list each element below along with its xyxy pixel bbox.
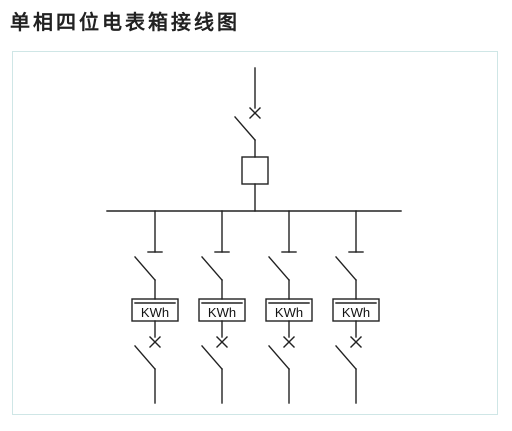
breaker-x-mark [350, 336, 362, 348]
main-breaker-x-mark [249, 107, 261, 119]
breaker-x-mark [216, 336, 228, 348]
breaker-x-mark [149, 336, 161, 348]
branch-3: KWh [265, 210, 313, 404]
lower-switch [134, 345, 156, 370]
diagram-title: 单相四位电表箱接线图 [10, 10, 240, 34]
breaker-x-mark [283, 336, 295, 348]
kwh-meter-label: KWh [208, 305, 236, 320]
branch-4: KWh [332, 210, 380, 404]
main-protection-box [241, 156, 269, 185]
kwh-meter-label: KWh [141, 305, 169, 320]
lower-switch [201, 345, 223, 370]
upper-switch [335, 256, 357, 281]
main-breaker-switch [234, 116, 256, 158]
kwh-meter-label: KWh [275, 305, 303, 320]
branch-circuits: KWh KWh KWh KWh [131, 210, 380, 404]
lower-switch [268, 345, 290, 370]
lower-switch [335, 345, 357, 370]
upper-switch [134, 256, 156, 281]
branch-1: KWh [131, 210, 179, 404]
upper-switch [201, 256, 223, 281]
diagram-frame [12, 51, 498, 415]
upper-switch [268, 256, 290, 281]
kwh-meter-label: KWh [342, 305, 370, 320]
branch-2: KWh [198, 210, 246, 404]
